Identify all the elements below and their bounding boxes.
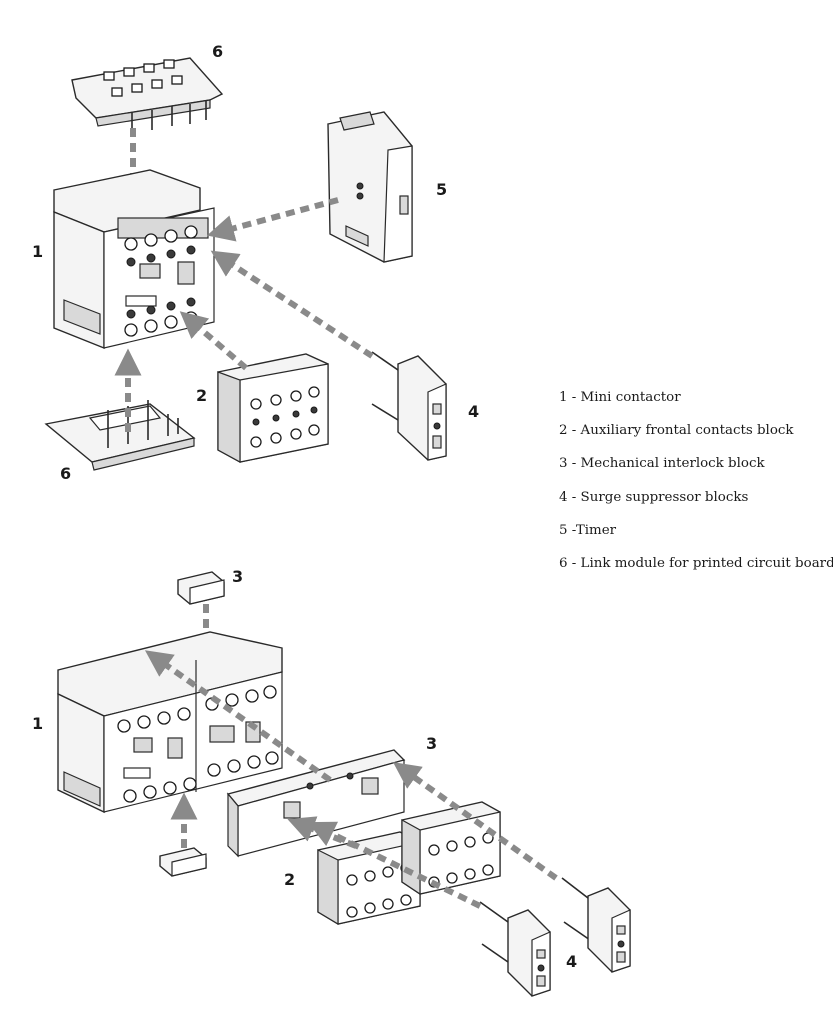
callout-aux-block-top: 2 — [196, 386, 208, 405]
aux-contacts-block-bottom-a — [317, 831, 421, 926]
callout-mini-contactor-bottom: 1 — [32, 714, 44, 733]
legend-item-3: 3 - Mechanical interlock block — [559, 456, 765, 472]
legend-item-5: 5 -Timer — [559, 522, 617, 538]
link-module-top — [71, 57, 224, 132]
arrow-surge-bottom-b — [392, 762, 558, 881]
callout-aux-block-bottom: 2 — [284, 870, 296, 889]
interlock-clip-top — [177, 571, 225, 605]
legend-item-6: 6 - Link module for printed circuit boar… — [559, 555, 833, 571]
link-module-bottom — [44, 400, 196, 471]
legend: 1 - Mini contactor 2 - Auxiliary frontal… — [559, 389, 833, 588]
callout-link-module-bottom: 6 — [60, 464, 72, 483]
callout-surge-top: 4 — [468, 402, 480, 421]
legend-item-1: 1 - Mini contactor — [559, 390, 681, 405]
surge-suppressor-bottom-b — [561, 877, 631, 973]
callout-interlock-right: 3 — [426, 734, 438, 753]
interlock-block-right — [226, 749, 406, 858]
reversing-contactor — [57, 631, 283, 814]
callout-timer: 5 — [436, 180, 448, 199]
arrow-surge-to-contactor — [210, 250, 374, 359]
arrow-timer-to-contactor — [206, 197, 339, 242]
callout-link-module-top: 6 — [212, 42, 224, 61]
surge-suppressor-bottom-a — [479, 901, 551, 997]
arrow-aux-to-contactor — [179, 311, 248, 371]
aux-contacts-block-bottom-b — [401, 801, 501, 896]
arrow-interlock-to-contactor — [144, 650, 332, 783]
surge-suppressor-top — [371, 351, 447, 461]
legend-item-4: 4 - Surge suppressor blocks — [559, 489, 749, 505]
aux-contacts-block-top — [217, 353, 329, 464]
interlock-clip-bottom — [159, 847, 207, 877]
mini-contactor-top — [53, 169, 215, 350]
callout-mini-contactor-top: 1 — [32, 242, 44, 261]
timer-module — [327, 111, 413, 263]
callout-interlock-top: 3 — [232, 567, 244, 586]
callout-surge-bottom: 4 — [566, 952, 578, 971]
legend-item-2: 2 - Auxiliary frontal contacts block — [559, 423, 794, 439]
